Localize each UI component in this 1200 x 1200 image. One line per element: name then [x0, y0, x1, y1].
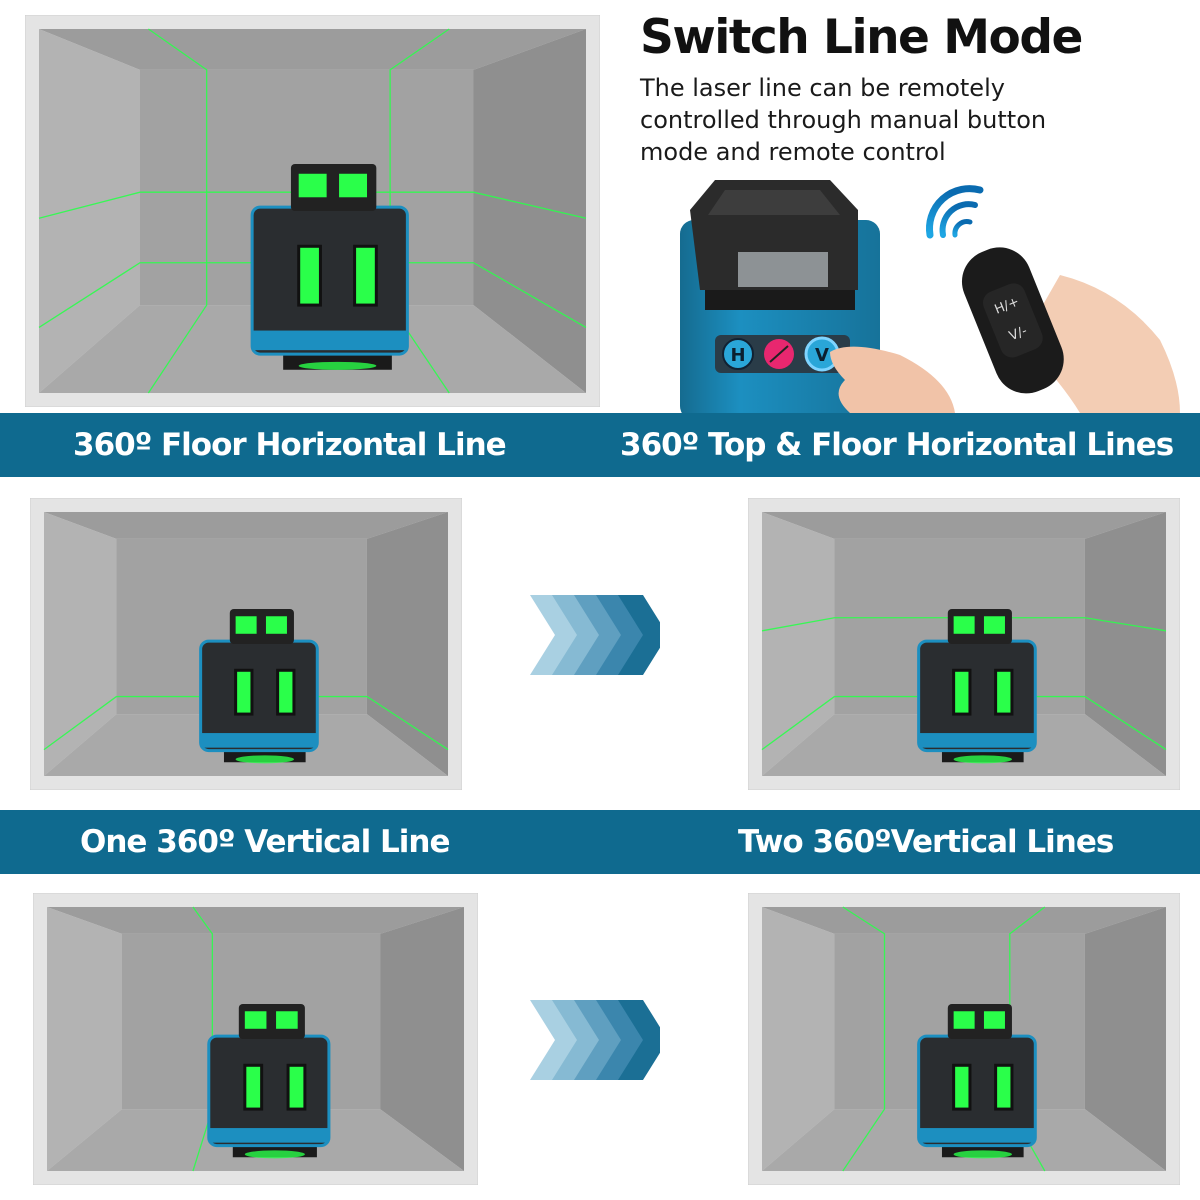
- room-all-lines: [24, 14, 601, 408]
- laser-level-device: [207, 1003, 331, 1159]
- page-title: Switch Line Mode: [640, 10, 1083, 65]
- laser-level-device: [199, 608, 319, 764]
- laser-level-device: [250, 163, 409, 370]
- label-one-vertical: One 360º Vertical Line: [80, 824, 450, 860]
- arrow-icon: [530, 1000, 668, 1080]
- label-top-floor-horizontal: 360º Top & Floor Horizontal Lines: [620, 427, 1174, 463]
- label-two-vertical: Two 360ºVertical Lines: [738, 824, 1114, 860]
- banner-row-1: 360º Floor Horizontal Line 360º Top & Fl…: [0, 413, 1200, 477]
- svg-text:H: H: [730, 345, 745, 366]
- description: The laser line can be remotely controlle…: [640, 74, 1047, 166]
- svg-text:V: V: [815, 345, 829, 366]
- remote-control: H/+ V/-: [961, 247, 1064, 394]
- hand-pointing: [830, 346, 955, 413]
- chevron-icon: [618, 595, 668, 675]
- h-button[interactable]: [722, 338, 754, 370]
- wireless-signal-icon: [926, 185, 984, 239]
- room-floor-horizontal: [29, 497, 463, 791]
- label-floor-horizontal: 360º Floor Horizontal Line: [73, 427, 507, 463]
- chevron-icon: [618, 1000, 668, 1080]
- arrow-icon: [530, 595, 668, 675]
- room-top-floor-horizontal: [747, 497, 1181, 791]
- room-one-vertical: [32, 892, 479, 1186]
- product-photo: H V H/+ V/-: [680, 180, 1180, 420]
- room-two-vertical: [747, 892, 1181, 1186]
- svg-text:V/-: V/-: [1007, 323, 1030, 344]
- banner-row-2: One 360º Vertical Line Two 360ºVertical …: [0, 810, 1200, 874]
- laser-level-device: [917, 1003, 1037, 1159]
- laser-level-device: [917, 608, 1037, 764]
- laser-window: [738, 252, 828, 287]
